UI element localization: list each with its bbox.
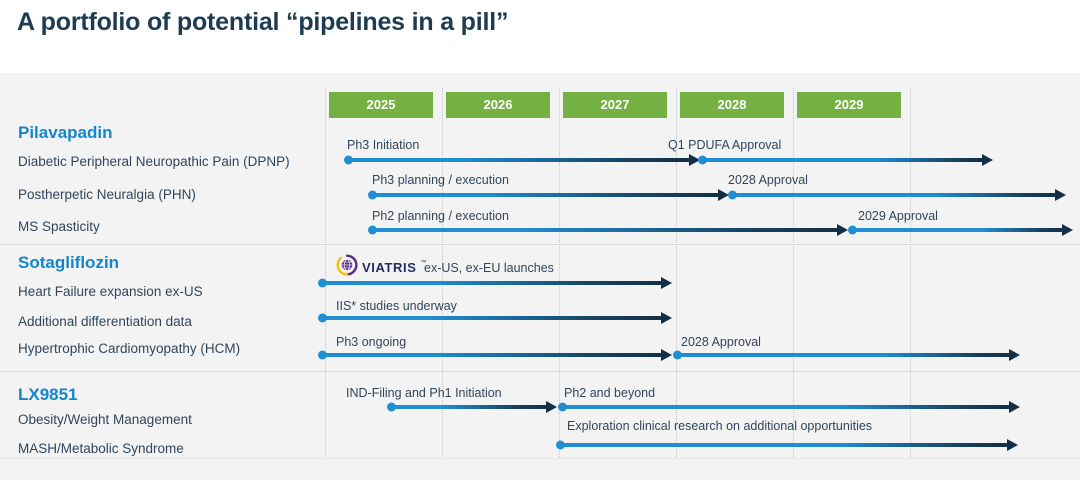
milestone-label: Ph2 and beyond [564, 386, 656, 400]
section-header-pilavapadin: Pilavapadin [18, 123, 113, 142]
section-header-lx9851: LX9851 [18, 385, 78, 404]
row-label-hcm: Hypertrophic Cardiomyopathy (HCM) [18, 341, 241, 356]
timeline-arrow-hcm-approval [676, 353, 1010, 357]
page-title: A portfolio of potential “pipelines in a… [17, 8, 509, 36]
year-gridline [325, 88, 326, 457]
milestone-label: IND-Filing and Ph1 Initiation [346, 386, 502, 400]
row-label-mash: MASH/Metabolic Syndrome [18, 441, 184, 456]
timeline-arrow-hf-launches [321, 281, 662, 285]
timeline-arrow-obesity-ind [390, 405, 547, 409]
year-header-2026: 2026 [446, 92, 550, 118]
viatris-wordmark: VIATRIS [362, 260, 417, 275]
milestone-label: Q1 PDUFA Approval [668, 138, 782, 152]
milestone-label: Ph2 planning / execution [372, 209, 509, 223]
milestone-label: IIS* studies underway [336, 299, 457, 313]
section-header-sotagliflozin: Sotagliflozin [18, 253, 120, 272]
row-label-dpnp: Diabetic Peripheral Neuropathic Pain (DP… [18, 154, 290, 169]
timeline-arrow-hcm-ph3 [321, 353, 662, 357]
row-label-ms-spasticity: MS Spasticity [18, 219, 100, 234]
row-label-differentiation: Additional differentiation data [18, 314, 192, 329]
timeline-arrow-phn-ph3 [371, 193, 719, 197]
timeline-panel [0, 73, 1080, 480]
milestone-label: Ph3 ongoing [336, 335, 407, 349]
milestone-label: ex-US, ex-EU launches [424, 261, 554, 275]
year-gridline [910, 88, 911, 457]
milestone-label: Ph3 planning / execution [372, 173, 509, 187]
milestone-label: 2028 Approval [681, 335, 761, 349]
timeline-arrow-obesity-ph2 [561, 405, 1010, 409]
year-gridline [442, 88, 443, 457]
viatris-trademark: ™ [420, 259, 427, 266]
timeline-arrow-msspas-approval [851, 228, 1063, 232]
row-label-heart-failure: Heart Failure expansion ex-US [18, 284, 203, 299]
section-divider [0, 244, 1080, 245]
year-header-2025: 2025 [329, 92, 433, 118]
timeline-arrow-dpnp-approval [701, 158, 983, 162]
milestone-label: 2028 Approval [728, 173, 808, 187]
timeline-arrow-iis-studies [321, 316, 662, 320]
milestone-label: 2029 Approval [858, 209, 938, 223]
year-header-2028: 2028 [680, 92, 784, 118]
timeline-arrow-dpnp-ph3 [347, 158, 690, 162]
section-divider [0, 371, 1080, 372]
year-gridline [793, 88, 794, 457]
year-header-2027: 2027 [563, 92, 667, 118]
section-divider [0, 458, 1080, 459]
viatris-globe-icon [336, 254, 358, 281]
year-gridline [676, 88, 677, 457]
timeline-arrow-phn-approval [731, 193, 1056, 197]
year-header-2029: 2029 [797, 92, 901, 118]
row-label-obesity: Obesity/Weight Management [18, 412, 192, 427]
milestone-label: Ph3 Initiation [347, 138, 420, 152]
milestone-label: Exploration clinical research on additio… [567, 419, 873, 433]
timeline-arrow-msspas-ph2 [371, 228, 838, 232]
viatris-logo: VIATRIS ™ [336, 254, 427, 281]
row-label-phn: Postherpetic Neuralgia (PHN) [18, 187, 196, 202]
year-gridline [559, 88, 560, 457]
timeline-arrow-mash-exploration [559, 443, 1008, 447]
